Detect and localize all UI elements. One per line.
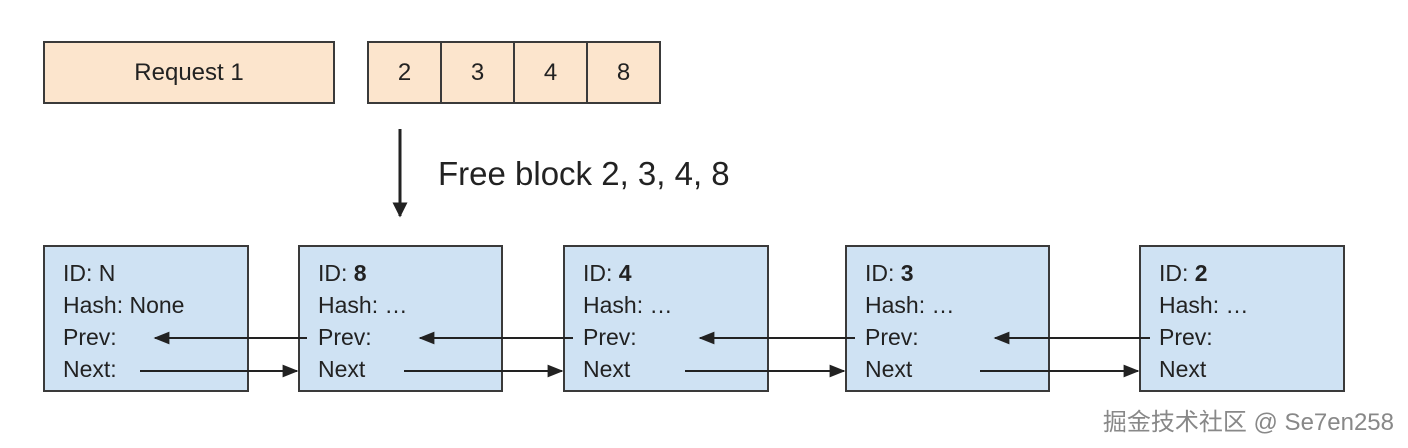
node-next: Next: [583, 356, 631, 382]
node-id: ID: 4: [583, 260, 632, 286]
node-hash: Hash: …: [1159, 292, 1249, 318]
free-list-node-4: ID: 4 Hash: … Prev: Next: [563, 245, 769, 392]
node-next: Next: [1159, 356, 1207, 382]
node-prev: Prev:: [318, 324, 372, 350]
request-box: Request 1: [43, 41, 335, 104]
watermark: 掘金技术社区 @ Se7en258: [1102, 409, 1394, 436]
node-prev: Prev:: [63, 324, 117, 350]
block-number: 3: [470, 58, 485, 86]
block-number: 2: [397, 58, 412, 86]
node-next: Next: [865, 356, 913, 382]
free-list-node-3: ID: 3 Hash: … Prev: Next: [845, 245, 1050, 392]
node-hash: Hash: …: [583, 292, 673, 318]
block-cell: 2: [367, 41, 442, 104]
block-number: 8: [616, 58, 631, 86]
node-next: Next: [318, 356, 366, 382]
request-label: Request 1: [134, 58, 244, 86]
block-cell: 3: [440, 41, 515, 104]
node-hash: Hash: None: [63, 292, 185, 318]
node-id: ID: 3: [865, 260, 914, 286]
node-prev: Prev:: [865, 324, 919, 350]
free-list-node-head: ID: N Hash: None Prev: Next:: [43, 245, 249, 392]
node-prev: Prev:: [583, 324, 637, 350]
free-action-label: Free block 2, 3, 4, 8: [438, 155, 730, 192]
block-cell: 8: [586, 41, 661, 104]
node-next: Next:: [63, 356, 117, 382]
node-hash: Hash: …: [318, 292, 408, 318]
node-id: ID: N: [63, 260, 116, 286]
block-number: 4: [543, 58, 558, 86]
node-hash: Hash: …: [865, 292, 955, 318]
block-list: 2 3 4 8: [367, 41, 661, 104]
node-prev: Prev:: [1159, 324, 1213, 350]
free-list-node-2: ID: 2 Hash: … Prev: Next: [1139, 245, 1345, 392]
node-id: ID: 2: [1159, 260, 1208, 286]
free-list-node-8: ID: 8 Hash: … Prev: Next: [298, 245, 503, 392]
node-id: ID: 8: [318, 260, 367, 286]
